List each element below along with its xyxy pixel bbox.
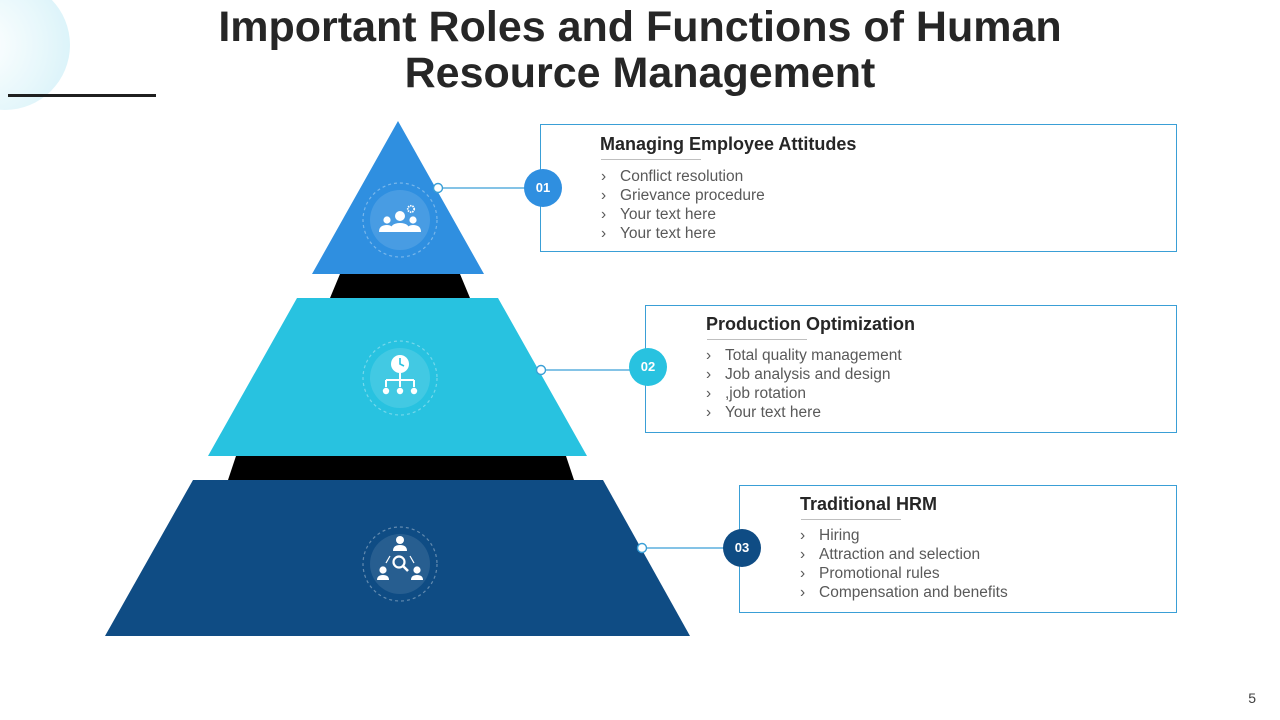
tier-2-number-badge: 02 bbox=[629, 348, 667, 386]
list-item: ›Your text here bbox=[601, 225, 716, 242]
pyramid-tier-2 bbox=[208, 298, 587, 456]
list-item: ›Attraction and selection bbox=[800, 546, 981, 563]
tier-3-list: ›Hiring ›Attraction and selection ›Promo… bbox=[800, 526, 1008, 602]
list-item: ›Total quality management bbox=[706, 347, 902, 364]
people-search-icon bbox=[377, 536, 423, 580]
tier-1-text-box: Managing Employee Attitudes ›Conflict re… bbox=[540, 124, 1177, 252]
pyramid-band-2 bbox=[228, 456, 574, 480]
tier-3-text-box: Traditional HRM ›Hiring ›Attraction and … bbox=[739, 485, 1177, 613]
pyramid-tier-3 bbox=[105, 480, 690, 636]
team-gear-icon bbox=[379, 204, 421, 232]
tier-2-title-rule bbox=[707, 339, 807, 340]
tier-2-title: Production Optimization bbox=[706, 314, 915, 334]
page-number: 5 bbox=[1248, 690, 1256, 706]
list-item: ›Conflict resolution bbox=[601, 168, 744, 185]
list-item: ›Grievance procedure bbox=[601, 187, 765, 204]
connector-3 bbox=[636, 542, 725, 554]
tier-2-list: ›Total quality management ›Job analysis … bbox=[706, 346, 902, 422]
tier-3-title: Traditional HRM bbox=[800, 494, 938, 514]
tier-3-title-rule bbox=[801, 519, 901, 520]
list-item: ›Your text here bbox=[706, 404, 821, 421]
corner-decoration-line bbox=[8, 94, 156, 97]
pyramid-tier-1 bbox=[312, 121, 484, 274]
pyramid-band-1 bbox=[330, 274, 470, 298]
list-item: ›Your text here bbox=[601, 206, 716, 223]
connector-1 bbox=[432, 182, 526, 194]
list-item: ›Hiring bbox=[800, 527, 860, 544]
connector-2 bbox=[535, 364, 631, 376]
page-title-line-2: Resource Management bbox=[404, 49, 876, 97]
list-item: ›Promotional rules bbox=[800, 565, 940, 582]
list-item: ›,job rotation bbox=[706, 385, 806, 402]
list-item: ›Job analysis and design bbox=[706, 366, 891, 383]
tier-1-number-badge: 01 bbox=[524, 169, 562, 207]
tier-1-title: Managing Employee Attitudes bbox=[600, 134, 857, 154]
tier-3-number-badge: 03 bbox=[723, 529, 761, 567]
tier-1-list: ›Conflict resolution ›Grievance procedur… bbox=[601, 167, 765, 243]
tier-2-text-box: Production Optimization ›Total quality m… bbox=[645, 305, 1177, 433]
page-title-line-1: Important Roles and Functions of Human bbox=[218, 3, 1062, 51]
clock-hierarchy-icon bbox=[382, 355, 418, 395]
page-title: Important Roles and Functions of Human R… bbox=[180, 4, 1100, 96]
list-item: ›Compensation and benefits bbox=[800, 584, 1008, 601]
tier-1-title-rule bbox=[601, 159, 701, 160]
